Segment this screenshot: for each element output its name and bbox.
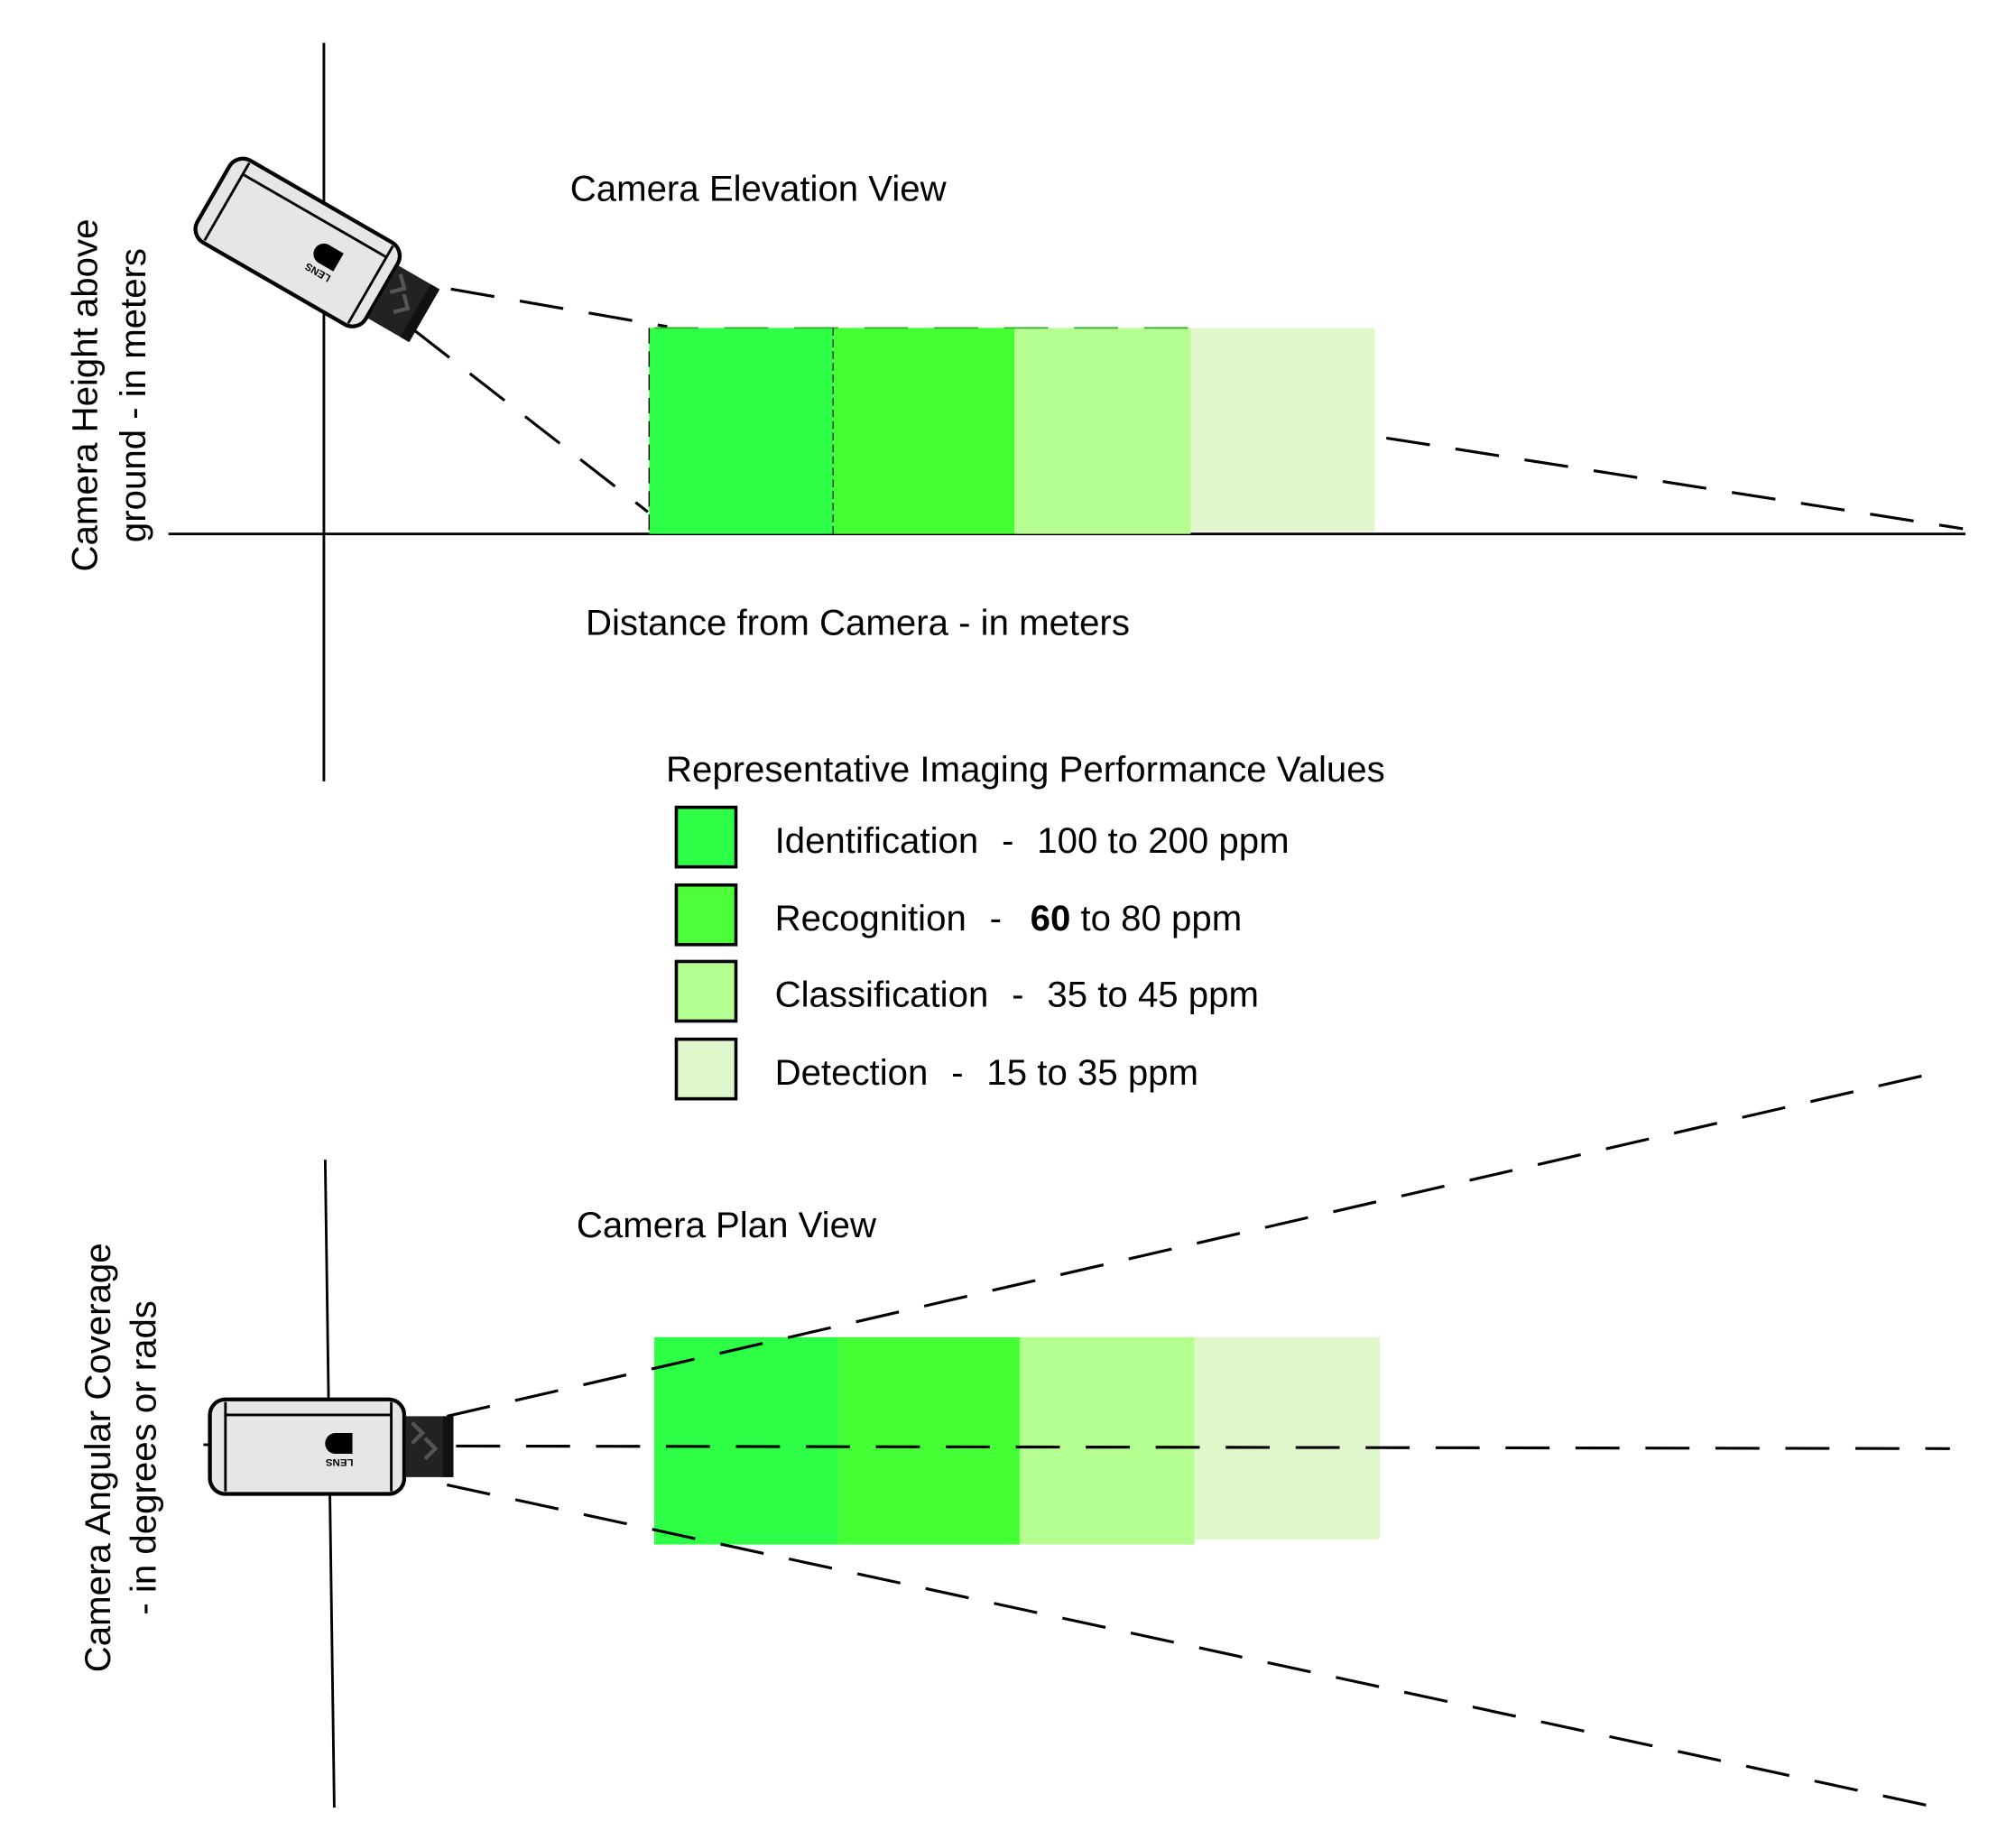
legend-label: Recognition-60 to 80 ppm xyxy=(775,898,1243,938)
camera-icon-elevation: LENS xyxy=(193,156,440,343)
plan-zone-recognition xyxy=(837,1336,1020,1545)
legend-swatch xyxy=(674,1037,738,1101)
plan-zone-detection xyxy=(1194,1336,1381,1539)
legend-swatch xyxy=(674,959,738,1023)
legend-label: Detection-15 to 35 ppm xyxy=(775,1052,1198,1093)
elevation-x-axis-label: Distance from Camera - in meters xyxy=(586,603,1130,643)
legend-swatch xyxy=(674,883,738,947)
plan-view: LENS Camera Plan View Camera Angular Cov… xyxy=(78,1074,1950,1809)
fov-far-line xyxy=(1385,436,1964,531)
legend-label: Classification-35 to 45 ppm xyxy=(775,975,1259,1015)
legend-label: Identification-100 to 200 ppm xyxy=(775,820,1290,861)
legend-item-classification: Classification-35 to 45 ppm xyxy=(674,959,1259,1023)
elevation-title: Camera Elevation View xyxy=(570,169,948,209)
plan-y-axis-label-line1: Camera Angular Coverage xyxy=(78,1243,118,1672)
plan-zone-classification xyxy=(1019,1336,1195,1545)
elevation-zone-classification xyxy=(1014,328,1191,534)
plan-title: Camera Plan View xyxy=(577,1205,877,1245)
legend-swatch xyxy=(674,805,738,869)
elevation-y-axis-label-line1: Camera Height above xyxy=(65,219,106,572)
elevation-y-axis-label-line2: ground - in meters xyxy=(113,248,153,542)
camera-icon-plan: LENS xyxy=(208,1397,454,1496)
elevation-view: LENS Camera Elevation View Distance from… xyxy=(65,42,1966,781)
plan-zone-identification xyxy=(654,1336,838,1545)
legend-item-detection: Detection-15 to 35 ppm xyxy=(674,1037,1198,1101)
lens-dot-icon xyxy=(325,1432,353,1455)
plan-zones xyxy=(654,1336,1381,1545)
plan-fov-upper-line xyxy=(446,1074,1925,1418)
legend-title: Representative Imaging Performance Value… xyxy=(666,749,1385,790)
fov-lower-line xyxy=(413,328,649,513)
camera-lens xyxy=(367,265,440,343)
legend-item-identification: Identification-100 to 200 ppm xyxy=(674,805,1290,869)
lens-label: LENS xyxy=(326,1456,354,1467)
plan-fov-lower-line xyxy=(446,1483,1937,1809)
elevation-zone-detection xyxy=(1190,328,1375,532)
camera-body xyxy=(193,156,402,328)
elevation-zone-identification xyxy=(649,328,834,534)
legend-item-recognition: Recognition-60 to 80 ppm xyxy=(674,883,1243,947)
elevation-zone-recognition xyxy=(833,328,1015,534)
fov-upper-line xyxy=(450,287,668,328)
plan-center-line xyxy=(456,1444,1950,1450)
plan-y-axis-label-line2: - in degrees or rads xyxy=(123,1300,163,1614)
elevation-zones xyxy=(649,328,1375,534)
camera-body xyxy=(208,1397,407,1496)
legend: Representative Imaging Performance Value… xyxy=(666,749,1385,1101)
lens-dot-icon xyxy=(313,243,344,272)
